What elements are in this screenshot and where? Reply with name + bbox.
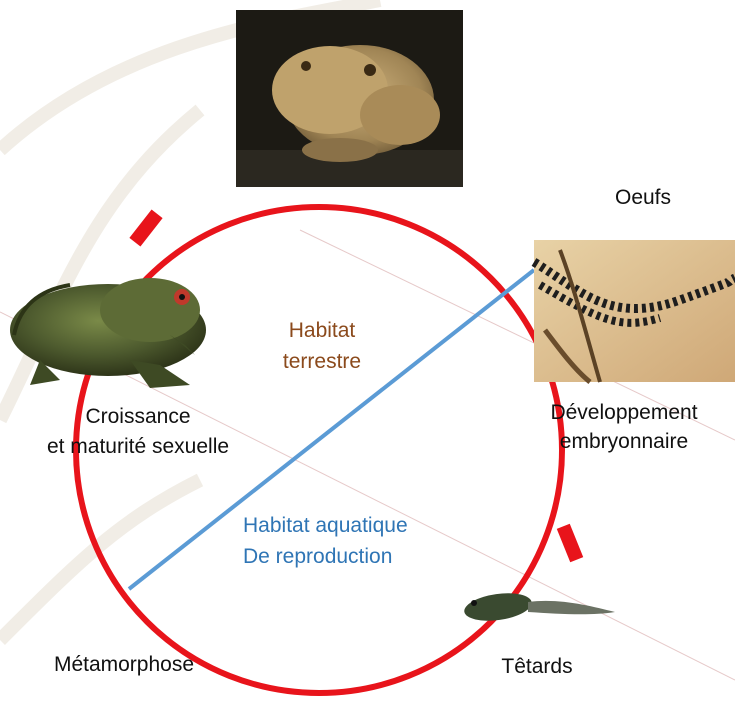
habitat-aquatic-line2: De reproduction [243,545,392,568]
stage-label-growth-line2: et maturité sexuelle [47,435,229,458]
cycle-marker-top-left [129,210,162,247]
toad-photo [10,278,206,388]
cycle-marker-right [557,524,583,563]
stage-label-development-line2: embryonnaire [560,430,688,453]
toad-pair-photo [236,10,463,187]
stage-label-eggs: Oeufs [615,186,671,209]
egg-strings-photo [534,240,735,382]
stage-label-tadpoles: Têtards [501,655,572,678]
habitat-terrestrial-line1: Habitat [289,319,356,342]
stage-label-development-line1: Développement [550,401,697,424]
tadpole-image [463,589,615,624]
stage-label-growth-line1: Croissance [85,405,190,428]
habitat-aquatic-line1: Habitat aquatique [243,514,408,537]
habitat-terrestrial-line2: terrestre [283,350,361,373]
stage-label-metamorphosis: Métamorphose [54,653,194,676]
